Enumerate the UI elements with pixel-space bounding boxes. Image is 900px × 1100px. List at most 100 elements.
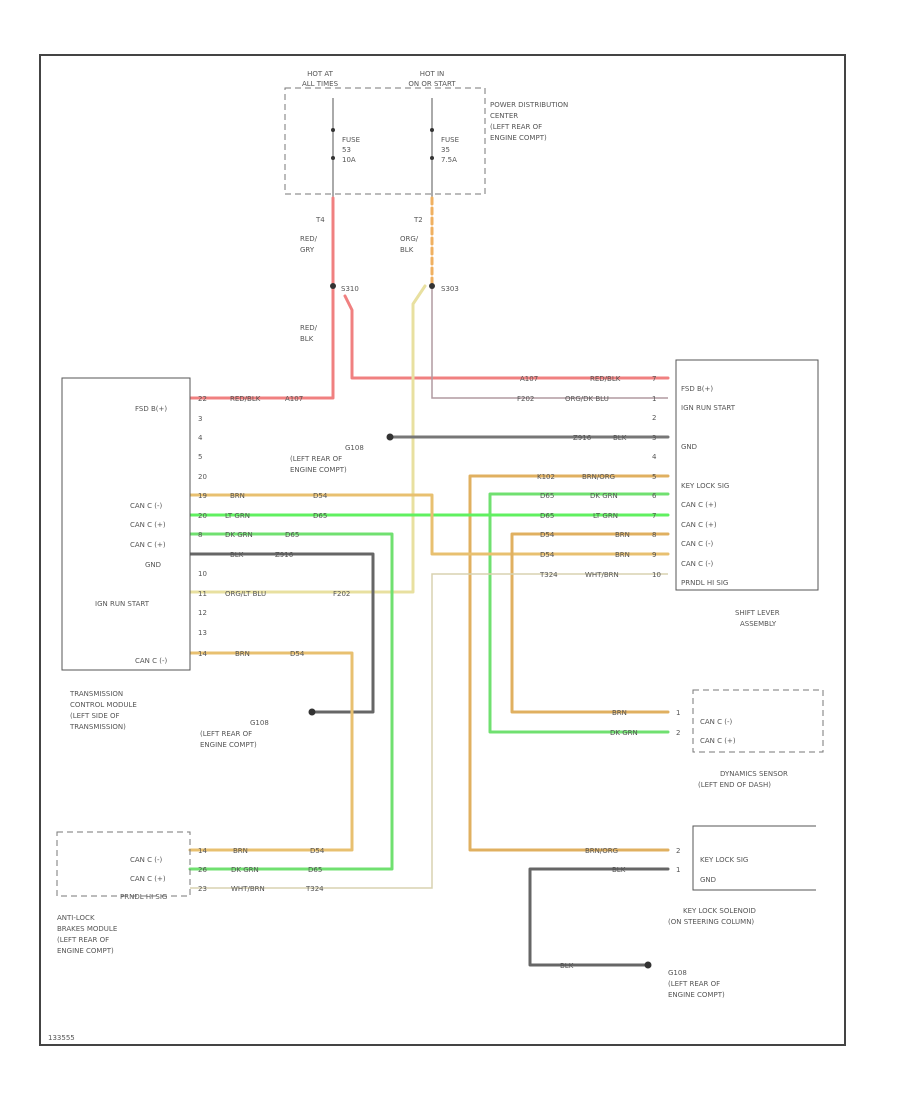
abs-wire-2: D54 (310, 847, 325, 855)
shifter-wire-3: F202 (517, 395, 534, 403)
ground-symbol-3 (644, 961, 652, 969)
dyn-pin-1: CAN C (-) (700, 718, 733, 726)
dyn-pin-num-2: 2 (676, 729, 680, 737)
fuse2-number: 35 (441, 146, 450, 154)
abs-pin-num-1: 14 (198, 847, 207, 855)
tcm-wire-label-5: LT GRN (225, 512, 250, 520)
abs-label-1: ANTI-LOCK (57, 914, 95, 922)
tcm-pin-num-3: 4 (198, 434, 203, 442)
anti-lock-brakes-module: CAN C (-) CAN C (+) PRNDL HI SIG ANTI-LO… (56, 831, 325, 955)
tcm-pin-num-4: 5 (198, 453, 202, 461)
hot-in-run-line2: ON OR START (408, 80, 456, 88)
splice2-label: S303 (441, 285, 459, 293)
shifter-pin-prndl: PRNDL HI SIG (681, 579, 728, 587)
tcm-wire-label-3: BRN (230, 492, 245, 500)
tcm-label-2: CONTROL MODULE (70, 701, 137, 709)
pdc-box (284, 87, 486, 195)
fuse2-pin: T2 (413, 216, 423, 224)
tcm-pin-num-5: 20 (198, 473, 207, 481)
abs-pin-num-2: 26 (198, 866, 207, 874)
abs-wire-6: T324 (305, 885, 324, 893)
diagram-code: 133555 (48, 1034, 75, 1042)
tcm-label-3: (LEFT SIDE OF (70, 712, 120, 720)
abs-pin-3: PRNDL HI SIG (120, 893, 167, 901)
abs-label-4: ENGINE COMPT) (57, 947, 114, 955)
red-gry-label-1: RED/ (300, 235, 318, 243)
tcm-wire-label-14: D54 (290, 650, 305, 658)
dyn-wire-2: DK GRN (610, 729, 638, 737)
wire-brn-tcm-shifter (188, 493, 670, 556)
shifter-wire-5: Z916 (573, 434, 592, 442)
shifter-wire-18: WHT/BRN (585, 571, 619, 579)
wire-red-blk-shifter (343, 294, 670, 380)
transmission-control-module: FSD B(+) CAN C (-) CAN C (+) CAN C (+) G… (61, 377, 350, 731)
fuse1-terminal-top (331, 128, 335, 132)
tcm-pin-num-7: 20 (198, 512, 207, 520)
shifter-wire-9: D65 (540, 492, 554, 500)
abs-wire-3: DK GRN (231, 866, 259, 874)
ground3-label-2: (LEFT REAR OF (668, 980, 720, 988)
wire-brn-org (468, 474, 670, 852)
wire-org-ltblu (188, 284, 427, 594)
org-blk-label-2: BLK (400, 246, 414, 254)
fuse2-terminal-bottom (430, 156, 434, 160)
tcm-label-4: TRANSMISSION) (69, 723, 126, 731)
tcm-wire-label-12: F202 (333, 590, 350, 598)
shifter-pin-num-6: 5 (652, 473, 656, 481)
pdc-label-2: CENTER (490, 112, 518, 120)
abs-label-3: (LEFT REAR OF (57, 936, 109, 944)
fuse2-rating: 7.5A (441, 156, 457, 164)
tcm-wire-label-7: DK GRN (225, 531, 253, 539)
abs-pin-2: CAN C (+) (130, 875, 166, 883)
tcm-pin-num-13: 14 (198, 650, 207, 658)
shift-lever-assembly: FSD B(+) IGN RUN START GND KEY LOCK SIG … (517, 359, 819, 628)
tcm-pin-num-2: 3 (198, 415, 202, 423)
shifter-pin-num-1: 7 (652, 375, 656, 383)
ground1-label-2: (LEFT REAR OF (290, 455, 342, 463)
shifter-label-1: SHIFT LEVER (735, 609, 780, 617)
shifter-wire-7: K102 (537, 473, 555, 481)
shifter-pin-can2: CAN C (+) (681, 521, 717, 529)
keylock-wire-3: BLK (560, 962, 574, 970)
fuse1-pin: T4 (315, 216, 325, 224)
hot-at-all-times-line2: ALL TIMES (302, 80, 339, 88)
tcm-pin-can-minus-2: CAN C (-) (135, 657, 168, 665)
tcm-label-1: TRANSMISSION (69, 690, 123, 698)
pdc-label-1: POWER DISTRIBUTION (490, 101, 568, 109)
wire-org-dkblu (431, 286, 668, 399)
shifter-pin-gnd: GND (681, 443, 697, 451)
tcm-pin-num-10: 11 (198, 590, 207, 598)
shifter-pin-can4: CAN C (-) (681, 560, 714, 568)
ground1-label-3: ENGINE COMPT) (290, 466, 347, 474)
tcm-pin-num-8: 8 (198, 531, 202, 539)
shifter-pin-num-3: 2 (652, 414, 656, 422)
shifter-wire-10: DK GRN (590, 492, 618, 500)
fuse1-label: FUSE (342, 136, 360, 144)
abs-wire-1: BRN (233, 847, 248, 855)
dynamics-sensor: CAN C (-) CAN C (+) DYNAMICS SENSOR (LEF… (610, 689, 824, 789)
ground2-label-1: G108 (250, 719, 269, 727)
pdc-label-4: ENGINE COMPT) (490, 134, 547, 142)
shifter-wire-12: LT GRN (593, 512, 618, 520)
fuse1-rating: 10A (342, 156, 356, 164)
pdc-label-3: (LEFT REAR OF (490, 123, 542, 131)
tcm-pin-fsd: FSD B(+) (135, 405, 167, 413)
tcm-pin-num-11: 12 (198, 609, 207, 617)
dyn-label-2: (LEFT END OF DASH) (698, 781, 771, 789)
shifter-wire-14: BRN (615, 531, 630, 539)
dyn-wire-1: BRN (612, 709, 627, 717)
ground-symbol-2 (308, 708, 316, 716)
tcm-pin-num-1: 22 (198, 395, 207, 403)
shifter-wire-6: BLK (613, 434, 627, 442)
shifter-wire-16: BRN (615, 551, 630, 559)
tcm-pin-can-minus: CAN C (-) (130, 502, 163, 510)
shifter-pin-num-2: 1 (652, 395, 656, 403)
red-blk-label-1: RED/ (300, 324, 318, 332)
tcm-pin-num-9: 10 (198, 570, 207, 578)
diagram-frame (39, 54, 846, 1046)
keylock-wire-2: BLK (612, 866, 626, 874)
wire-brn-abs (188, 651, 354, 852)
keylock-pin-num-2: 1 (676, 866, 680, 874)
fuse2-terminal-top (430, 128, 434, 132)
